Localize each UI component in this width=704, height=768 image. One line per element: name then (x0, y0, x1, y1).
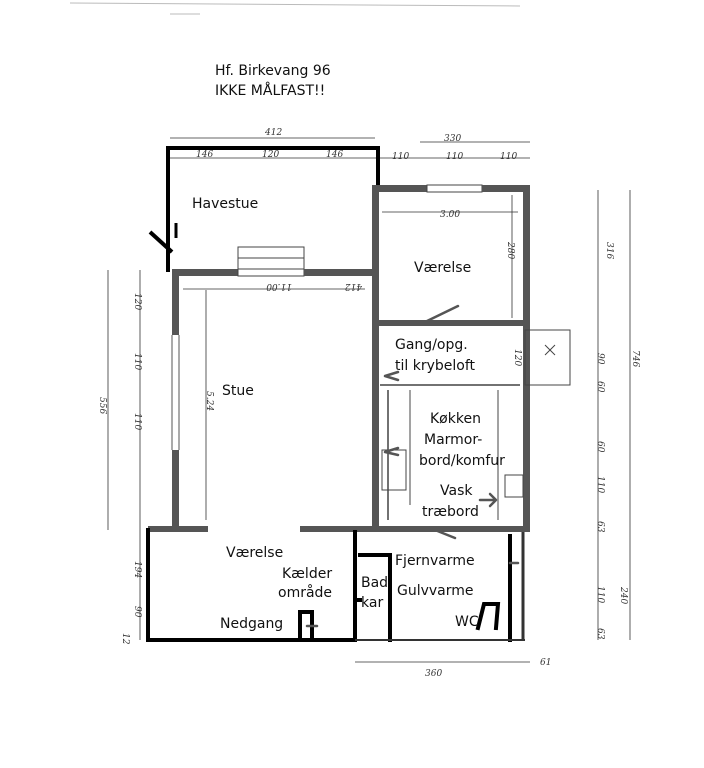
room-nedgang: Nedgang (220, 616, 283, 632)
room-havestue: Havestue (192, 196, 258, 212)
annotation-arrows (305, 304, 520, 628)
dim-top-120: 120 (262, 150, 279, 160)
havestue-walls (148, 146, 380, 272)
dim-bottom-61: 61 (540, 658, 551, 668)
room-kaelder-line2: område (278, 584, 332, 601)
not-to-scale-note: IKKE MÅLFAST!! (215, 82, 325, 99)
room-stue: Stue (222, 383, 254, 399)
dim-right-60b: 60 (595, 441, 605, 453)
dim-top-total: 412 (264, 128, 282, 138)
room-gang-line2: til krybeloft (395, 358, 476, 374)
address-heading: Hf. Birkevang 96 (215, 63, 331, 79)
dim-right-63: 63 (595, 521, 605, 533)
dim-right-316: 316 (604, 242, 614, 259)
dim-left-110b: 110 (132, 413, 142, 430)
structural-walls (148, 184, 530, 532)
dim-top-330: 330 (444, 134, 461, 144)
room-vask-line1: Vask (440, 483, 473, 499)
bottom-dimension-chain: 360 61 (355, 658, 551, 679)
room-vaerelse-top: Værelse (414, 260, 471, 276)
dim-gang-120: 120 (512, 349, 522, 366)
room-kaelder-line1: Kælder (282, 566, 332, 582)
room-labels: Havestue Værelse Gang/opg. til krybeloft… (192, 196, 505, 632)
room-fjernvarme: Fjernvarme (395, 553, 475, 569)
dim-left-12: 12 (120, 633, 130, 645)
dim-left-110a: 110 (132, 353, 142, 370)
room-vask-line2: træbord (422, 504, 479, 520)
dim-stue-412: 412 (345, 281, 363, 291)
dim-top-110b: 110 (446, 152, 463, 162)
room-gulvvarme: Gulvvarme (397, 583, 474, 599)
dim-right-60a: 60 (595, 381, 605, 393)
dim-left-120: 120 (132, 293, 142, 310)
dim-right-746: 746 (630, 350, 640, 367)
dim-right-90: 90 (595, 353, 605, 365)
dim-right-63b: 63 (595, 628, 605, 640)
room-kokken-line1: Køkken (430, 411, 481, 427)
room-kokken-line3: bord/komfur (419, 453, 505, 469)
room-vaerelse-bottom: Værelse (226, 545, 283, 561)
dim-left-90: 90 (132, 606, 142, 618)
room-bad-line1: Bad (361, 575, 388, 591)
room-dimensions: 3.00 280 11.00 412 5.24 120 (183, 195, 522, 520)
room-wc: WC (455, 614, 479, 630)
dim-left-194: 194 (132, 561, 142, 578)
dim-right-110b: 110 (595, 586, 605, 603)
room-gang-line1: Gang/opg. (395, 337, 468, 353)
dim-top-110a: 110 (392, 152, 409, 162)
dim-vaerelse-width: 3.00 (440, 210, 460, 220)
dim-left-556: 556 (97, 397, 107, 414)
dim-stue-depth: 5.24 (204, 391, 214, 411)
top-dimension-chain: 412 146 120 146 330 110 110 110 (170, 128, 530, 162)
dim-top-110c: 110 (500, 152, 517, 162)
left-dimension-chain: 556 120 110 110 194 90 12 (97, 270, 142, 645)
room-kokken-line2: Marmor- (424, 432, 482, 448)
scan-edge (69, 2, 521, 7)
dim-bottom-360: 360 (425, 669, 442, 679)
dim-stue-width: 11.00 (266, 281, 292, 291)
right-dimension-chain: 316 746 90 60 60 110 63 240 110 63 (595, 190, 640, 640)
dim-right-240: 240 (618, 586, 628, 604)
dim-right-110a: 110 (595, 476, 605, 493)
room-bad-line2: kar (361, 595, 383, 611)
dim-top-146b: 146 (326, 150, 343, 160)
dim-top-146a: 146 (196, 150, 213, 160)
windows (237, 246, 571, 386)
dim-vaerelse-depth: 280 (505, 241, 515, 259)
